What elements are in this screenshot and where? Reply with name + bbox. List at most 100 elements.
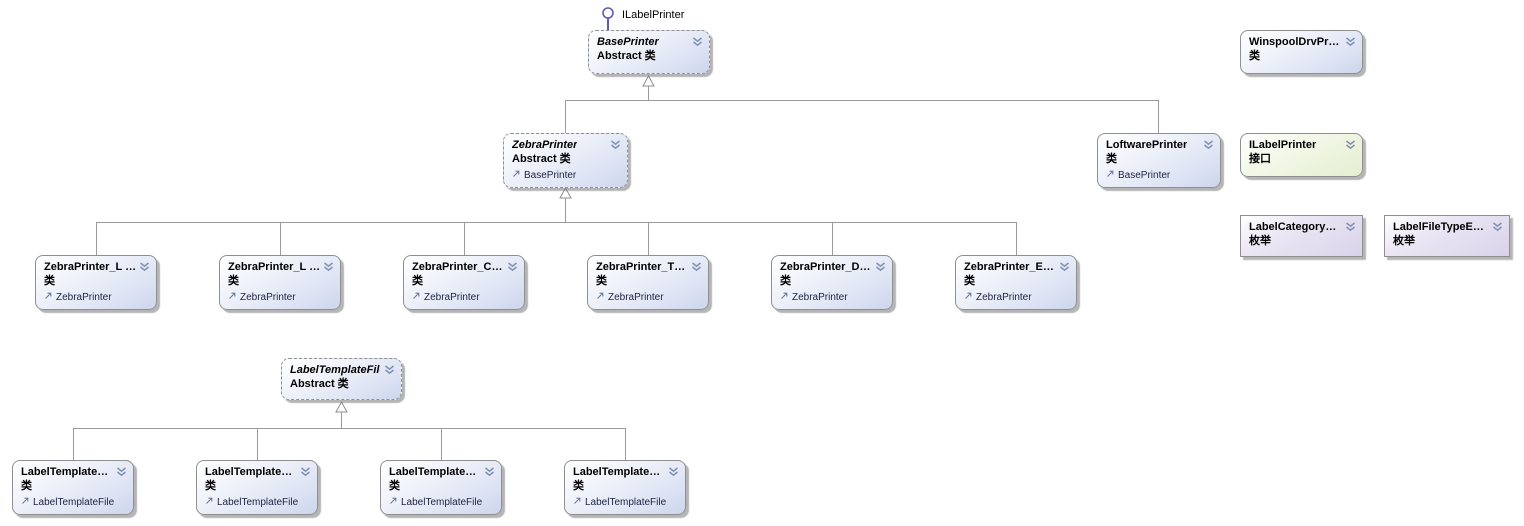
collapse-chevron-icon[interactable] [484,467,495,480]
stereotype-label: 类 [964,275,975,287]
class-name: BasePrinter [597,36,659,48]
collapse-chevron-icon[interactable] [1345,140,1356,153]
base-type-icon [512,169,521,181]
stereotype-label: 类 [44,275,55,287]
collapse-chevron-icon[interactable] [139,262,150,275]
class-name: LabelTemplate… [573,466,661,478]
base-type-icon [573,496,582,508]
inheritance-line [565,101,566,133]
class-node-baseprinter[interactable]: BasePrinter Abstract 类 [588,30,710,74]
enum-name: LabelFileTypeE… [1393,221,1484,233]
base-type-label: ZebraPrinter [424,291,480,303]
inheritance-line [625,429,626,460]
inheritance-line [73,428,626,429]
base-type-label: LabelTemplateFile [33,496,115,508]
class-node-labeltemplate-sub-3[interactable]: LabelTemplate… 类 LabelTemplateFile [380,460,502,515]
base-type-icon [964,291,973,303]
collapse-chevron-icon[interactable] [116,467,127,480]
base-type-label: BasePrinter [524,169,577,181]
inheritance-line [280,223,281,255]
class-node-zebraprinter-sub-3[interactable]: ZebraPrinter_C… 类 ZebraPrinter [403,255,525,310]
collapse-chevron-icon[interactable] [1059,262,1070,275]
base-type-icon [228,291,237,303]
class-name: LabelTemplate… [389,466,477,478]
base-type-icon [44,291,53,303]
stereotype-label: Abstract 类 [597,50,656,62]
inheritance-line [96,222,1017,223]
class-name: ZebraPrinter_L … [228,261,319,273]
collapse-chevron-icon[interactable] [1492,222,1503,235]
base-type-label: LabelTemplateFile [585,496,667,508]
stereotype-label: 类 [389,480,400,492]
collapse-chevron-icon[interactable] [384,365,395,378]
class-node-loftwareprinter[interactable]: LoftwarePrinter 类 BasePrinter [1097,133,1221,188]
collapse-chevron-icon[interactable] [691,262,702,275]
stereotype-label: 类 [596,275,607,287]
stereotype-label: Abstract 类 [512,153,571,165]
stereotype-label: 类 [21,480,32,492]
collapse-chevron-icon[interactable] [507,262,518,275]
collapse-chevron-icon[interactable] [323,262,334,275]
class-node-zebraprinter-sub-5[interactable]: ZebraPrinter_D… 类 ZebraPrinter [771,255,893,310]
inheritance-line [648,86,649,101]
enum-node-labelcategory[interactable]: LabelCategory… 枚举 [1240,215,1363,257]
inheritance-line [257,429,258,460]
stereotype-label: 类 [1249,50,1260,62]
class-node-zebraprinter-sub-2[interactable]: ZebraPrinter_L … 类 ZebraPrinter [219,255,341,310]
class-node-zebraprinter-sub-4[interactable]: ZebraPrinter_T… 类 ZebraPrinter [587,255,709,310]
stereotype-label: 枚举 [1249,235,1271,247]
inheritance-line [648,223,649,255]
class-node-labeltemplate-sub-2[interactable]: LabelTemplate… 类 LabelTemplateFile [196,460,318,515]
class-name: WinspoolDrvPr… [1249,36,1340,48]
inheritance-line [73,429,74,460]
collapse-chevron-icon[interactable] [1345,222,1356,235]
base-type-label: ZebraPrinter [56,291,112,303]
inheritance-line [341,412,342,429]
base-type-label: ZebraPrinter [608,291,664,303]
collapse-chevron-icon[interactable] [1203,140,1214,153]
collapse-chevron-icon[interactable] [610,140,621,153]
collapse-chevron-icon[interactable] [668,467,679,480]
inheritance-line [441,429,442,460]
base-type-icon [412,291,421,303]
stereotype-label: 类 [228,275,239,287]
lollipop-stem [607,18,609,30]
interface-name: ILabelPrinter [1249,139,1317,151]
collapse-chevron-icon[interactable] [1345,37,1356,50]
base-type-icon [205,496,214,508]
base-type-label: LabelTemplateFile [217,496,299,508]
class-node-zebraprinter-sub-6[interactable]: ZebraPrinter_E… 类 ZebraPrinter [955,255,1077,310]
class-node-winspooldrv[interactable]: WinspoolDrvPr… 类 [1240,30,1363,74]
enum-name: LabelCategory… [1249,221,1337,233]
class-node-labeltemplatefile[interactable]: LabelTemplateFile Abstract 类 [281,358,402,400]
inheritance-line [565,198,566,223]
interface-node-ilabelprinter[interactable]: ILabelPrinter 接口 [1240,133,1363,177]
collapse-chevron-icon[interactable] [692,37,703,50]
base-type-label: ZebraPrinter [976,291,1032,303]
class-name: ZebraPrinter_D… [780,261,871,273]
base-type-icon [596,291,605,303]
stereotype-label: 类 [780,275,791,287]
base-type-label: ZebraPrinter [240,291,296,303]
inheritance-line [96,223,97,255]
collapse-chevron-icon[interactable] [875,262,886,275]
class-node-zebraprinter[interactable]: ZebraPrinter Abstract 类 BasePrinter [503,133,628,188]
collapse-chevron-icon[interactable] [300,467,311,480]
stereotype-label: 接口 [1249,153,1271,165]
class-name: LabelTemplate… [205,466,293,478]
class-node-zebraprinter-sub-1[interactable]: ZebraPrinter_L … 类 ZebraPrinter [35,255,157,310]
base-type-icon [780,291,789,303]
inheritance-line [1158,101,1159,133]
enum-node-labelfiletype[interactable]: LabelFileTypeE… 枚举 [1384,215,1510,257]
class-name: ZebraPrinter_C… [412,261,503,273]
base-type-icon [1106,169,1115,181]
lollipop-interface-label: ILabelPrinter [622,9,685,21]
base-type-label: LabelTemplateFile [401,496,483,508]
class-node-labeltemplate-sub-1[interactable]: LabelTemplate… 类 LabelTemplateFile [12,460,134,515]
class-name: LoftwarePrinter [1106,139,1188,151]
class-node-labeltemplate-sub-4[interactable]: LabelTemplate… 类 LabelTemplateFile [564,460,686,515]
inheritance-line [1016,223,1017,255]
inheritance-line [832,223,833,255]
class-name: LabelTemplate… [21,466,109,478]
